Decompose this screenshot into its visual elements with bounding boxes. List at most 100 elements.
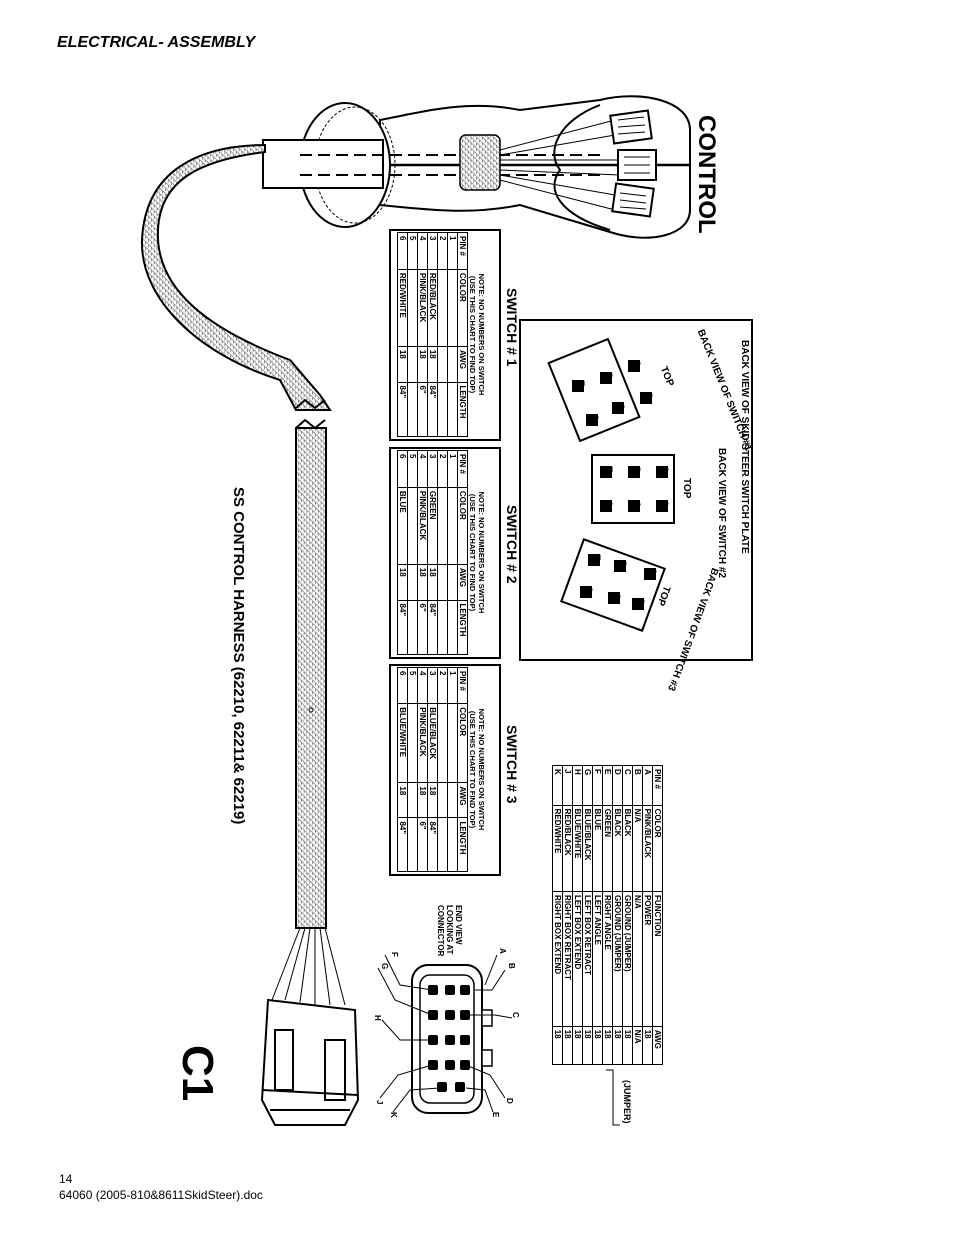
connector-pin-letter: C — [511, 1012, 520, 1018]
pin-table-cell: RIGHT ANGLE — [602, 891, 613, 1027]
wire-fan — [499, 119, 621, 211]
pin-table-cell: B — [632, 765, 643, 806]
switch1-cell — [407, 382, 418, 437]
switch1-cell — [407, 346, 418, 382]
switch3-cell: 18 — [397, 782, 408, 818]
harness-cable-upper — [140, 143, 332, 411]
switch1-table: NOTE: NO NUMBERS ON SWITCH(USE THIS CHAR… — [397, 232, 486, 437]
switch1-row: 1 — [447, 232, 458, 437]
plate-top-2: TOP — [681, 478, 692, 499]
pin-table-cell: J — [562, 765, 573, 806]
switch2-cell: PINK/BLACK — [417, 487, 428, 565]
switch3-cell — [407, 817, 418, 872]
switch3-cell — [407, 703, 418, 783]
switch3-cell — [437, 703, 448, 783]
pin-table-cell: D — [612, 765, 623, 806]
switch1-row: 2 — [437, 232, 448, 437]
switch1-header: AWG — [457, 346, 468, 382]
switch2-cell: 3 — [427, 450, 438, 488]
plate-pin-number: 1 — [645, 568, 659, 575]
switch1-cell — [447, 346, 458, 382]
switch2-header: PIN # — [457, 450, 468, 488]
switch3-header: LENGTH — [457, 817, 468, 872]
switch2-cell: 4 — [417, 450, 428, 488]
connector-pin-letter: B — [507, 963, 516, 969]
plate-pin-number: 3 — [615, 560, 629, 567]
switch1-row: 5 — [407, 232, 418, 437]
connector-pin-letter: G — [380, 963, 389, 970]
pin-table-cell: N/A — [632, 805, 643, 892]
pin-table-cell: POWER — [642, 891, 653, 1027]
switch2-cell: 6" — [417, 600, 428, 655]
switch1-cell: 5 — [407, 232, 418, 270]
switch3-cell: BLUE/BLACK — [427, 703, 438, 783]
switch3-title: SWITCH # 3 — [504, 725, 520, 804]
pin-table-cell: BLUE — [592, 805, 603, 892]
switch2-table: NOTE: NO NUMBERS ON SWITCH(USE THIS CHAR… — [397, 450, 486, 655]
switch2-cell: 1 — [447, 450, 458, 488]
pin-table-cell: N/A — [632, 1026, 643, 1065]
connector-pin-letter: E — [491, 1112, 500, 1118]
switch3-cell: 6 — [397, 667, 408, 704]
pin-table-cell: RED/BLACK — [562, 805, 573, 892]
page-title: ELECTRICAL- ASSEMBLY — [57, 34, 256, 51]
switch1-header: PIN # — [457, 232, 468, 270]
switch1-cell — [437, 346, 448, 382]
switch3-cell: PINK/BLACK — [417, 703, 428, 783]
switch3-row: 5 — [407, 667, 418, 872]
switch3-cell: 6" — [417, 817, 428, 872]
connector-pin-letter: K — [389, 1112, 398, 1118]
page-number: 14 — [59, 1172, 73, 1186]
pin-table-cell: BLUE/BLACK — [582, 805, 593, 892]
switch1-cell — [437, 382, 448, 437]
switch1-cell: RED/BLACK — [427, 269, 438, 347]
pin-table-cell: BLACK — [622, 805, 633, 892]
pin-table-cell: 18 — [612, 1026, 623, 1065]
switch2-row: 1 — [447, 450, 458, 655]
plate-pin-number: 6 — [601, 500, 615, 507]
pin-table-cell: LEFT ANGLE — [592, 891, 603, 1027]
handle-switch-1 — [609, 109, 653, 145]
switch3-cell: 84" — [397, 817, 408, 872]
switch2-cell: 18 — [417, 564, 428, 600]
plate-sw2-label: BACK VIEW OF SWITCH #2 — [716, 448, 727, 579]
switch1-cell: RED/WHITE — [397, 269, 408, 347]
jumper-bracket — [606, 1069, 620, 1126]
jumper-label: (JUMPER) — [622, 1080, 632, 1124]
harness-cable-lower — [295, 427, 327, 929]
switch3-cell — [437, 817, 448, 872]
pin-table-header: COLOR — [652, 805, 663, 892]
pin-table-cell: 18 — [572, 1026, 583, 1065]
switch2-cell: 18 — [427, 564, 438, 600]
pin-table-cell: PINK/BLACK — [642, 805, 653, 892]
pin-table-cell: 18 — [582, 1026, 593, 1065]
pin-table-header: FUNCTION — [652, 891, 663, 1027]
pin-table-header: AWG — [652, 1026, 663, 1065]
switch1-cell: 18 — [427, 346, 438, 382]
switch2-cell — [407, 487, 418, 565]
switch3-cell: 1 — [447, 667, 458, 704]
switch3-row: 1 — [447, 667, 458, 872]
switch3-row: 2 — [437, 667, 448, 872]
switch3-cell: 18 — [417, 782, 428, 818]
pin-table-cell: BLACK — [612, 805, 623, 892]
pin-table-cell: RED/WHITE — [552, 805, 563, 892]
switch1-cell: 6" — [417, 382, 428, 437]
switch1-cell: 18 — [397, 346, 408, 382]
switch3-cell — [447, 782, 458, 818]
plate-pin-number: 2 — [657, 500, 671, 507]
switch1-header: COLOR — [457, 269, 468, 347]
switch2-cell — [437, 600, 448, 655]
plate-pin-number: 5 — [589, 554, 603, 561]
